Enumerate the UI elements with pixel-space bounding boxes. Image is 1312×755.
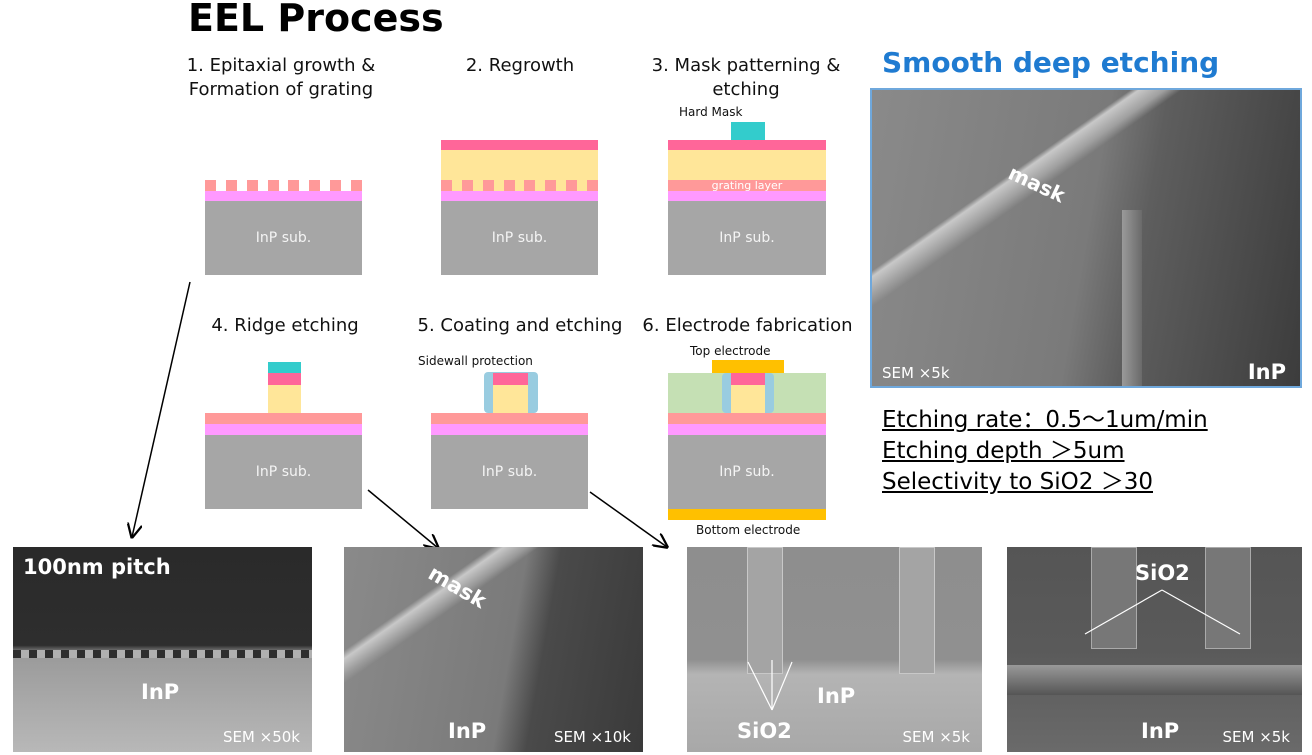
bottom-electrode-label: Bottom electrode	[696, 523, 801, 537]
substrate: InP sub.	[205, 435, 362, 509]
grating-tooth	[482, 180, 494, 191]
step-2-label: 2. Regrowth	[465, 55, 575, 76]
step-5-label: 5. Coating and etching	[417, 315, 623, 336]
sem-magnification: SEM ×10k	[553, 728, 631, 746]
grating-tooth	[246, 180, 258, 191]
cladding-layer	[268, 373, 301, 385]
pitch-label: 100nm pitch	[23, 555, 171, 579]
grating-tooth	[309, 180, 321, 191]
arrow-to-grating-sem	[132, 281, 191, 537]
page-title: EEL Process	[188, 0, 444, 40]
substrate: InP sub.	[205, 201, 362, 275]
grating-layer	[668, 413, 826, 424]
step-3-line2: etching	[712, 79, 780, 100]
sem-magnification: SEM ×5k	[882, 364, 950, 382]
grating-layer: grating layer	[668, 180, 826, 191]
step-1-line1: 1. Epitaxial growth &	[186, 55, 376, 76]
grating-tooth	[225, 180, 237, 191]
step-6-label: 6. Electrode fabrication	[642, 315, 853, 336]
grating-tooth	[441, 180, 452, 191]
arrow-to-coating-sem	[589, 491, 667, 547]
sem-magnification: SEM ×5k	[1222, 728, 1290, 746]
spec-etching-depth: Etching depth ＞5um	[882, 438, 1125, 464]
step-1-line2: Formation of grating	[188, 79, 374, 100]
hard-mask	[268, 362, 301, 373]
substrate: InP sub.	[668, 435, 826, 509]
material-label: InP	[141, 680, 180, 704]
sem-magnification: SEM ×50k	[222, 728, 300, 746]
smooth-etching-heading: Smooth deep etching	[882, 46, 1220, 79]
top-electrode-label: Top electrode	[690, 344, 771, 358]
step-1-label: 1. Epitaxial growth & Formation of gratin…	[176, 54, 386, 102]
sem-image-electrode: SiO2 InP SEM ×5k	[1007, 547, 1302, 752]
layer	[431, 424, 588, 435]
material-label: InP	[817, 684, 856, 708]
hard-mask-label: Hard Mask	[679, 105, 743, 119]
material-label: InP	[1247, 360, 1286, 384]
grating-tooth	[566, 180, 578, 191]
grating-teeth	[441, 180, 598, 191]
spec-selectivity: Selectivity to SiO2 ＞30	[882, 469, 1153, 495]
bottom-electrode	[668, 509, 826, 520]
grating-tooth	[545, 180, 557, 191]
sem-image-coating: InP SiO2 SEM ×5k	[687, 547, 982, 752]
oxide-label: SiO2	[737, 719, 792, 743]
sem-image-ridge: mask InP SEM ×10k	[344, 547, 643, 752]
grating-tooth	[350, 180, 362, 191]
cladding-layer	[668, 140, 826, 150]
layer	[205, 191, 362, 201]
layer	[205, 424, 362, 435]
sem-magnification: SEM ×5k	[902, 728, 970, 746]
ridge-core	[731, 385, 765, 413]
step-4-label: 4. Ridge etching	[211, 315, 359, 336]
material-label: InP	[1141, 719, 1180, 743]
grating-tooth	[288, 180, 300, 191]
grating-tooth	[267, 180, 279, 191]
cladding-layer	[441, 140, 598, 150]
arrow-to-ridge-sem	[367, 489, 438, 548]
cladding-layer	[731, 373, 765, 385]
oxide-label: SiO2	[1135, 561, 1190, 585]
grating-tooth	[330, 180, 342, 191]
step-3-line1: 3. Mask patterning &	[651, 55, 841, 76]
sidewall-protection-label: Sidewall protection	[418, 354, 533, 368]
ridge-core	[268, 385, 301, 413]
layer	[668, 424, 826, 435]
hard-mask	[731, 122, 765, 140]
regrowth-layer	[668, 150, 826, 180]
grating-layer	[205, 413, 362, 424]
substrate: InP sub.	[431, 435, 588, 509]
ridge-core	[493, 385, 528, 413]
material-label: InP	[448, 719, 487, 743]
layer	[668, 191, 826, 201]
top-electrode	[712, 360, 784, 373]
grating-teeth	[205, 180, 362, 191]
layer	[441, 191, 598, 201]
grating-tooth	[524, 180, 536, 191]
grating-tooth	[461, 180, 473, 191]
grating-tooth	[586, 180, 598, 191]
spec-etching-rate: Etching rate：0.5～1um/min	[882, 407, 1208, 433]
grating-tooth	[205, 180, 216, 191]
grating-layer	[431, 413, 588, 424]
sem-image-main: mask SEM ×5k InP	[870, 88, 1302, 388]
substrate: InP sub.	[668, 201, 826, 275]
step-3-label: 3. Mask patterning & etching	[640, 54, 852, 102]
cladding-layer	[493, 373, 528, 385]
substrate: InP sub.	[441, 201, 598, 275]
sem-image-grating: 100nm pitch InP SEM ×50k	[13, 547, 312, 752]
grating-tooth	[503, 180, 515, 191]
